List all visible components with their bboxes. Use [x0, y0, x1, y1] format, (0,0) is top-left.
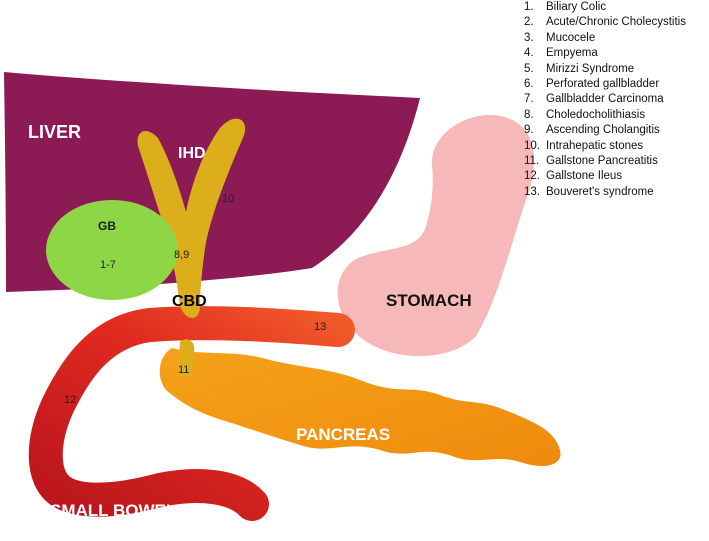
stomach-label: STOMACH [386, 291, 472, 310]
gallbladder-label: GB [98, 219, 116, 233]
legend-item: 13.Bouveret's syndrome [524, 185, 654, 198]
legend-item: 1.Biliary Colic [524, 1, 607, 13]
pancreas-shape [159, 348, 561, 466]
liver-label: LIVER [28, 122, 81, 142]
legend-item: 12.Gallstone Ileus [524, 170, 623, 183]
gallbladder-shape [46, 200, 178, 300]
ihd-stones-marker: 10 [222, 193, 234, 205]
legend-item: 9.Ascending Cholangitis [524, 124, 660, 137]
small-bowel-label: SMALL BOWEL [50, 501, 176, 520]
small-bowel-shape [28, 306, 355, 521]
legend-item: 4.Empyema [524, 47, 598, 60]
legend-item: 8.Choledocholithiasis [524, 108, 646, 121]
gallbladder-range-marker: 1-7 [100, 259, 116, 271]
legend-item: 10.Intrahepatic stones [524, 139, 644, 152]
legend-item: 11.Gallstone Pancreatitis [524, 155, 658, 168]
pancreas-label: PANCREAS [296, 425, 390, 444]
bouveret-marker: 13 [314, 321, 326, 333]
pancreatitis-marker: 11 [178, 364, 189, 376]
pancreatic-duct-shape [178, 339, 195, 378]
complications-legend: 1.Biliary Colic 2.Acute/Chronic Cholecys… [524, 0, 709, 200]
legend-item: 3.Mucocele [524, 31, 596, 44]
ileus-marker: 12 [64, 394, 76, 406]
legend-item: 7.Gallbladder Carcinoma [524, 93, 664, 106]
cbd-label: CBD [172, 293, 207, 310]
legend-item: 2.Acute/Chronic Cholecystitis [524, 16, 686, 29]
ihd-label: IHD [178, 145, 206, 162]
bile-duct-shape [137, 118, 246, 318]
cbd-stones-marker: 8,9 [174, 249, 189, 261]
legend-item: 6.Perforated gallbladder [524, 78, 660, 91]
stomach-shape [337, 115, 534, 357]
legend-item: 5.Mirizzi Syndrome [524, 62, 635, 75]
